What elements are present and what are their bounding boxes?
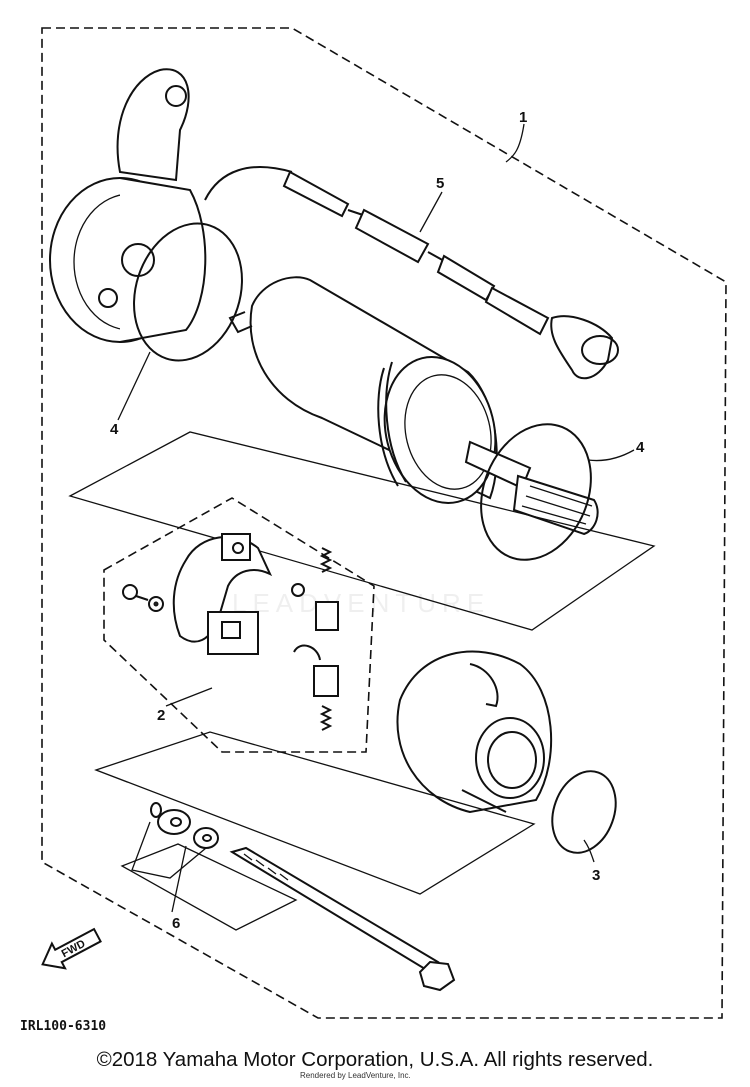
fwd-arrow-icon: FWD [41, 927, 102, 970]
front-cover-bracket [49, 68, 207, 343]
callout-4-upper: 4 [110, 421, 119, 438]
lead-wire [204, 166, 619, 380]
brush-set-boundary [103, 497, 375, 753]
callout-4-lower: 4 [636, 439, 645, 456]
callout-5: 5 [436, 175, 444, 192]
o-ring-small [551, 770, 617, 854]
leader-lines [117, 123, 635, 913]
figure-code: IRL100-6310 [20, 1019, 106, 1034]
callout-2: 2 [157, 707, 165, 724]
exploded-parts-diagram: LEADVENTURE [20, 27, 727, 1034]
callout-3: 3 [592, 867, 600, 884]
bolt-set [150, 802, 456, 992]
assembly-boundary [41, 27, 727, 1019]
rendered-by-notice: Rendered by LeadVenture, Inc. [300, 1071, 411, 1080]
o-ring-lower [480, 423, 592, 561]
yoke-plane-outline [68, 431, 656, 631]
brush-holder [122, 533, 339, 731]
rear-cover [396, 650, 553, 814]
rear-plane-outline [94, 731, 536, 895]
starter-yoke [228, 276, 498, 504]
bolt-plane-outline [120, 843, 298, 931]
copyright-notice: ©2018 Yamaha Motor Corporation, U.S.A. A… [96, 1048, 654, 1071]
callout-6: 6 [172, 915, 180, 932]
watermark-text: LEADVENTURE [232, 588, 490, 618]
armature-shaft-pinion [464, 440, 599, 536]
o-ring-upper [133, 222, 243, 362]
callout-1: 1 [519, 109, 527, 126]
